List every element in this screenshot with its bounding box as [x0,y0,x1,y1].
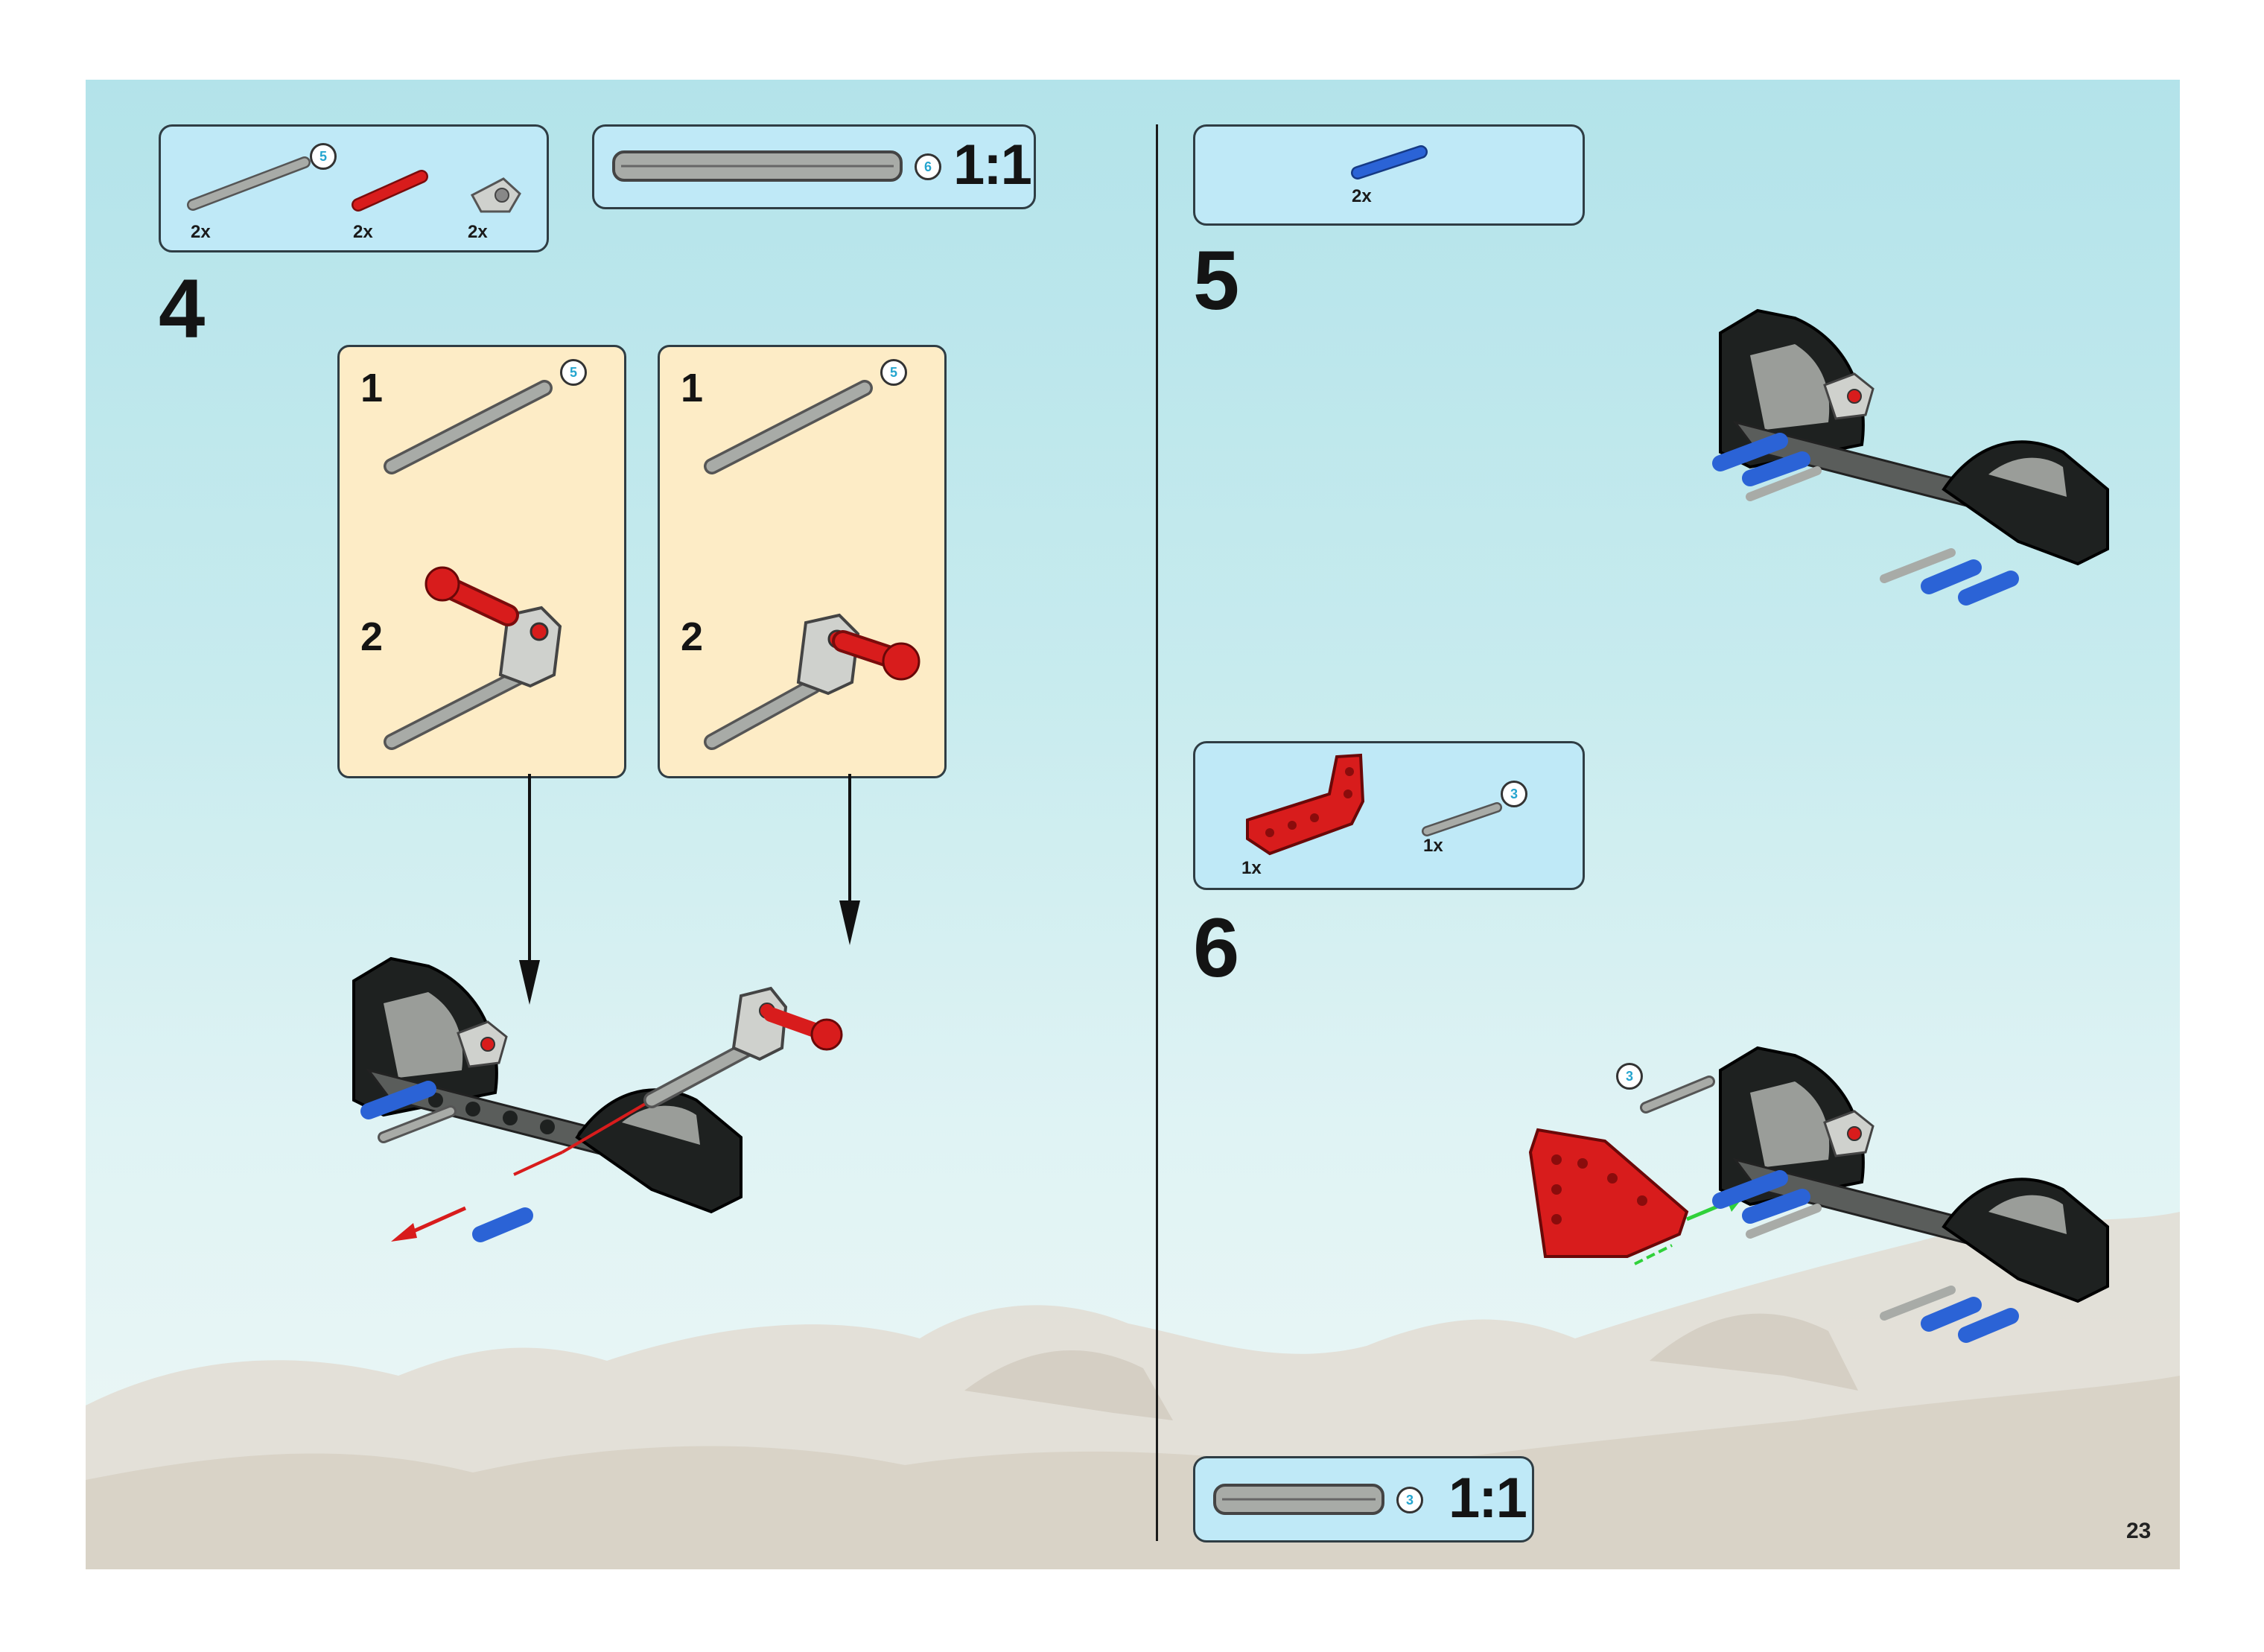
axle-length-badge: 5 [310,143,337,170]
instruction-page: 5 2x 2x 2x 6 1:1 4 1 5 2 [86,80,2180,1569]
axle-qty: 2x [191,222,211,243]
axle-length-badge: 3 [1501,781,1527,807]
axle-qty: 1x [1423,836,1443,857]
step5-assembly-illustration [1705,303,2152,631]
step5-number: 5 [1193,239,1239,323]
red-l-beam-icon [1240,749,1374,854]
axle-with-connector-icon [702,563,925,757]
step6-number: 6 [1193,906,1239,990]
scale-length-badge: 3 [1396,1487,1423,1513]
sub-a-step1: 1 [360,368,383,408]
axle-scale-icon [612,149,910,186]
sub-a-step2: 2 [360,617,383,657]
step4-scale-callout: 6 1:1 [592,124,1036,209]
axle-part-icon [189,156,308,209]
subassembly-a-callout: 1 5 2 [337,345,626,778]
step6-scale-callout: 3 1:1 [1193,1456,1534,1543]
down-arrow-icon [835,774,865,953]
sub-b-step2: 2 [681,617,703,657]
step6-assembly-illustration [1516,1033,2111,1368]
page-divider [1156,124,1158,1541]
axle-icon [384,377,556,481]
axle-scale-icon [1213,1482,1392,1519]
scale-label: 1:1 [953,137,1031,194]
step4-number: 4 [159,267,205,351]
scale-length-badge: 6 [915,153,941,180]
step4-parts-callout: 5 2x 2x 2x [159,124,549,252]
red-pin-icon [351,168,433,212]
blue-pin-qty: 2x [1352,186,1372,207]
pin-connector-qty: 2x [468,222,488,243]
axle-part-icon [1422,798,1504,836]
red-pin-qty: 2x [353,222,373,243]
step4-assembly-illustration [339,951,1009,1301]
page-number: 23 [2126,1519,2151,1544]
blue-pin-icon [1350,142,1432,186]
sub-a-length-badge: 5 [560,359,587,386]
sub-b-step1: 1 [681,368,703,408]
axle-with-connector-icon [381,563,590,757]
sub-b-length-badge: 5 [880,359,907,386]
pin-connector-icon [466,173,526,217]
step6-parts-callout: 1x 3 1x [1193,741,1585,890]
axle-icon [705,377,876,481]
scale-label: 1:1 [1449,1470,1526,1527]
step5-parts-callout: 2x [1193,124,1585,226]
subassembly-b-callout: 1 5 2 [658,345,947,778]
red-l-beam-qty: 1x [1241,858,1262,879]
